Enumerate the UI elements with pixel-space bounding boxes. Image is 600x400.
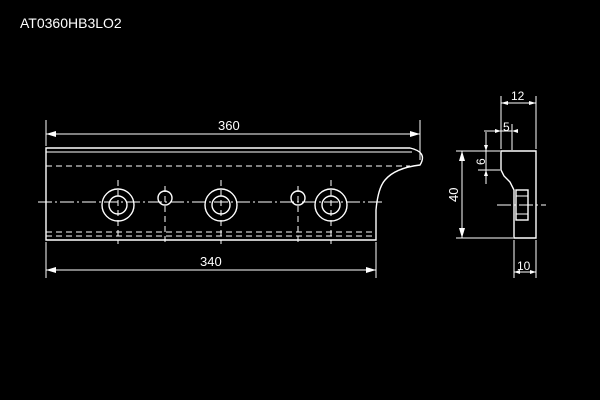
small-hole-2 [290,186,306,244]
front-view: 360 340 [38,118,424,278]
small-hole-1 [157,186,173,244]
dim-side-height: 40 [446,150,513,239]
dim-side-base: 10 [513,240,537,278]
dim-side-step-label: 5 [503,120,510,134]
dim-side-lip-label: 6 [474,158,488,165]
dim-overall-length: 360 [45,118,421,160]
dim-hole-span-label: 340 [200,254,222,269]
side-view-section [500,150,537,239]
dim-side-height-label: 40 [446,188,461,202]
front-view-outline [45,147,424,241]
part-number: AT0360HB3LO2 [20,15,122,31]
hole-2 [204,180,238,244]
dim-overall-length-label: 360 [218,118,240,133]
side-view: 12 5 6 40 [446,89,546,278]
dim-side-base-label: 10 [517,259,531,273]
dim-side-step: 5 [484,120,518,150]
dim-side-width: 12 [500,89,537,149]
dim-side-lip: 6 [474,132,500,184]
hole-1 [101,180,135,244]
hole-3 [314,180,348,244]
dim-hole-span: 340 [45,242,377,278]
dim-side-width-label: 12 [511,89,525,103]
